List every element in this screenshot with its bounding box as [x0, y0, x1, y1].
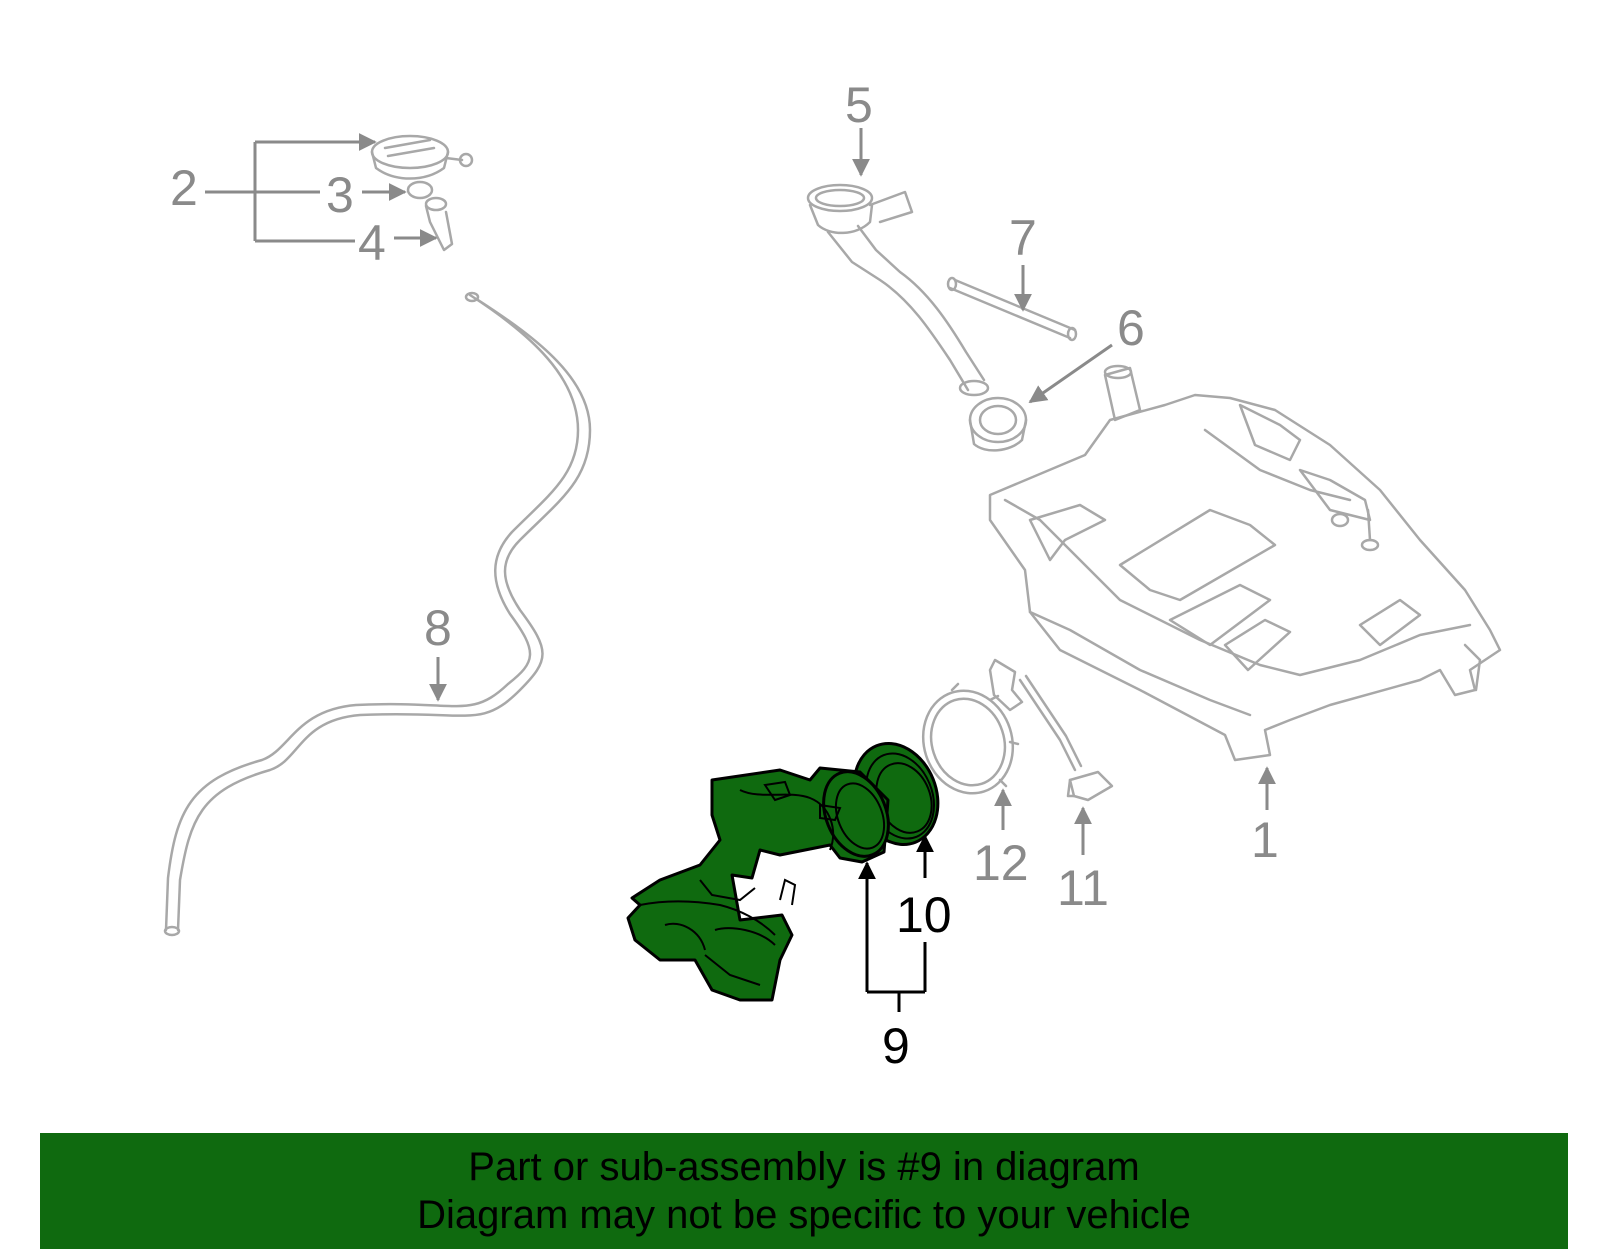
part-9-fuel-pump-module[interactable] — [626, 762, 900, 1002]
part-3-gasket[interactable] — [406, 180, 434, 200]
callout-9: 9 — [882, 1018, 910, 1074]
banner-line-1: Part or sub-assembly is #9 in diagram — [468, 1145, 1140, 1189]
callout-12: 12 — [973, 835, 1029, 891]
leader-9-10-bracket — [858, 834, 934, 1012]
callout-8: 8 — [424, 600, 452, 656]
info-banner: Part or sub-assembly is #9 in diagram Di… — [40, 1133, 1568, 1249]
callout-5: 5 — [845, 77, 873, 133]
callout-6: 6 — [1117, 300, 1145, 356]
part-7-tube[interactable] — [946, 276, 1078, 342]
part-8-vent-hose[interactable] — [163, 291, 592, 937]
leader-6 — [1028, 343, 1113, 404]
banner-line-2: Diagram may not be specific to your vehi… — [417, 1193, 1191, 1237]
callout-3: 3 — [326, 167, 354, 223]
callout-4: 4 — [358, 215, 386, 271]
part-5-filler-neck[interactable] — [806, 183, 990, 397]
part-11-sender[interactable] — [988, 658, 1114, 802]
callout-2: 2 — [170, 160, 198, 216]
callout-10: 10 — [896, 887, 952, 943]
callout-11: 11 — [1057, 860, 1109, 916]
part-2-fuel-cap[interactable] — [370, 134, 474, 180]
leader-2-bracket — [205, 133, 377, 243]
part-4-valve[interactable] — [424, 196, 454, 252]
part-12-lock-ring[interactable] — [910, 679, 1026, 805]
callout-7: 7 — [1009, 210, 1037, 266]
part-6-grommet[interactable] — [968, 396, 1028, 452]
part-1-fuel-tank[interactable] — [988, 364, 1502, 762]
callout-1: 1 — [1251, 812, 1279, 868]
